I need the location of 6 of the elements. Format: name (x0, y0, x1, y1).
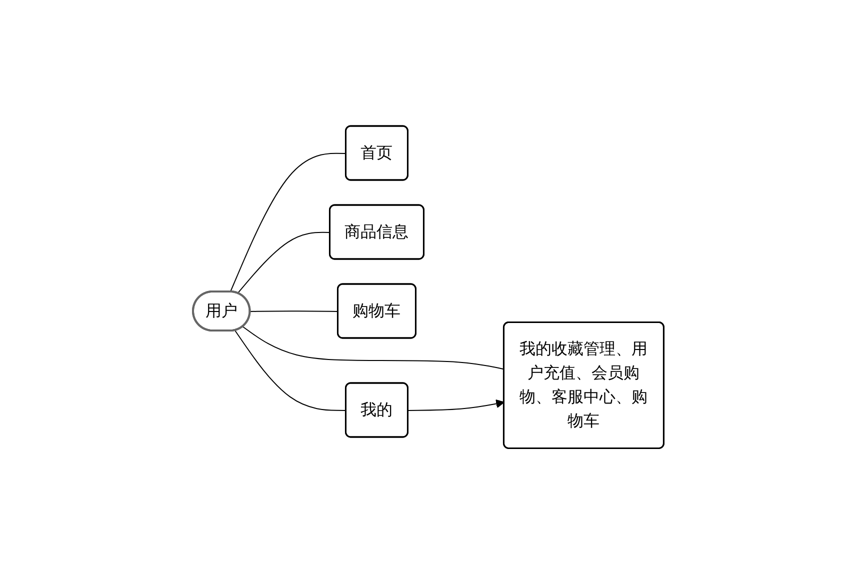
connector (242, 326, 504, 370)
connector (234, 330, 346, 412)
connector (249, 311, 338, 312)
connector (229, 153, 346, 293)
arrow (407, 400, 504, 412)
connector (236, 232, 330, 294)
